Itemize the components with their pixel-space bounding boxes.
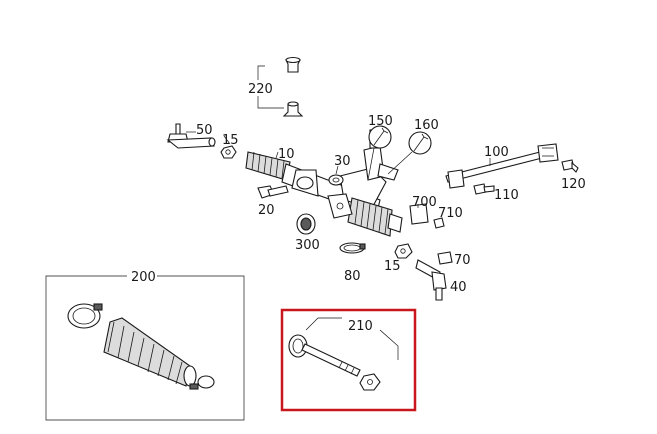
part-40-tie-rod-end <box>415 259 447 301</box>
label-700: 700 <box>412 195 437 210</box>
part-710-nut <box>433 217 445 229</box>
part-70-clip <box>437 251 453 265</box>
label-300: 300 <box>295 238 320 253</box>
label-50: 50 <box>196 123 213 138</box>
label-20: 20 <box>258 203 275 218</box>
part-10-steering-rack <box>245 129 403 237</box>
part-15-nut-lower <box>394 243 413 259</box>
label-100: 100 <box>484 145 509 160</box>
part-100-steering-shaft <box>445 143 559 189</box>
label-15-upper: 15 <box>222 133 239 148</box>
part-20-bolt <box>257 185 289 199</box>
label-150: 150 <box>368 114 393 129</box>
label-710: 710 <box>438 206 463 221</box>
part-30-bushing <box>328 165 344 186</box>
part-50-tie-rod-end <box>166 123 216 149</box>
part-700-bracket <box>409 203 429 225</box>
part-200-boot-kit <box>45 275 245 421</box>
label-30: 30 <box>334 154 351 169</box>
label-120: 120 <box>561 177 586 192</box>
label-15-lower: 15 <box>384 259 401 274</box>
part-210-inner-tie-rod <box>288 317 399 391</box>
part-150-wrench <box>367 125 392 181</box>
label-70: 70 <box>454 253 471 268</box>
label-160: 160 <box>414 118 439 133</box>
part-110-bolt <box>473 183 495 195</box>
label-80: 80 <box>344 269 361 284</box>
label-200: 200 <box>131 270 156 285</box>
label-40: 40 <box>450 280 467 295</box>
highlight-frame <box>280 308 417 412</box>
label-110: 110 <box>494 188 519 203</box>
part-120-bolt <box>561 159 579 173</box>
label-10: 10 <box>278 147 295 162</box>
label-210: 210 <box>348 319 373 334</box>
part-15-nut-upper <box>220 135 237 159</box>
part-220-bushings <box>257 56 304 117</box>
label-220: 220 <box>248 82 273 97</box>
part-80-clamp <box>339 242 366 254</box>
part-160-wrench <box>387 131 432 175</box>
part-300-mount <box>296 213 316 235</box>
